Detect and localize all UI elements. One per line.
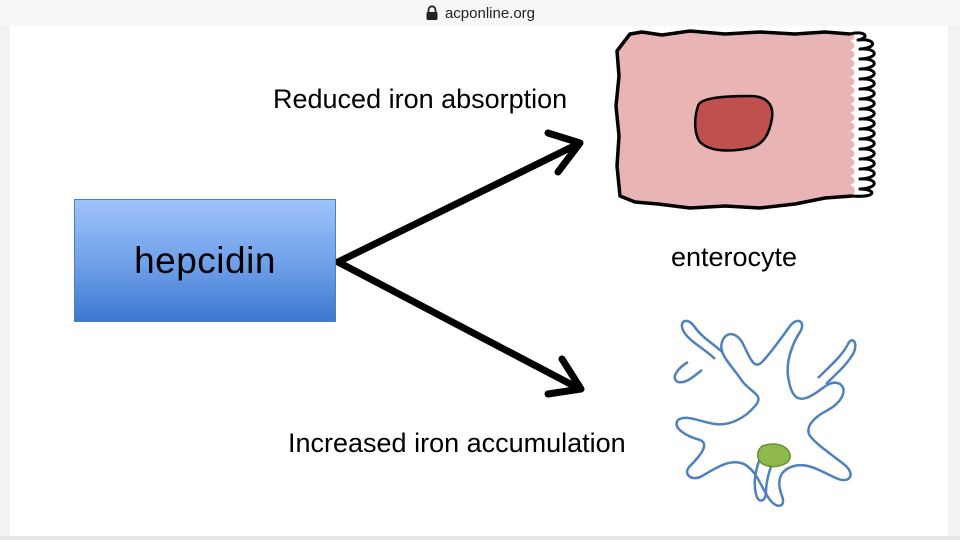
bottom-strip	[0, 536, 960, 540]
macrophage-cell	[673, 319, 857, 508]
hepcidin-label: hepcidin	[134, 239, 276, 281]
increased-iron-accumulation-label: Increased iron accumulation	[288, 428, 626, 458]
enterocyte-cell	[614, 29, 876, 210]
lock-icon	[426, 5, 438, 20]
url-bar[interactable]: acponline.org	[0, 0, 960, 26]
arrow-to-macrophage	[334, 258, 585, 398]
enterocyte-nucleus	[694, 94, 774, 152]
macrophage-nucleus	[757, 443, 791, 468]
arrow-to-enterocyte	[334, 129, 584, 266]
reduced-iron-absorption-label: Reduced iron absorption	[273, 84, 568, 114]
url-text[interactable]: acponline.org	[444, 4, 536, 22]
hepcidin-box: hepcidin	[74, 199, 336, 322]
slide: hepcidin Reduced iron absorption Increas…	[10, 26, 948, 536]
enterocyte-label: enterocyte	[671, 242, 798, 272]
diagram-canvas	[334, 29, 876, 508]
